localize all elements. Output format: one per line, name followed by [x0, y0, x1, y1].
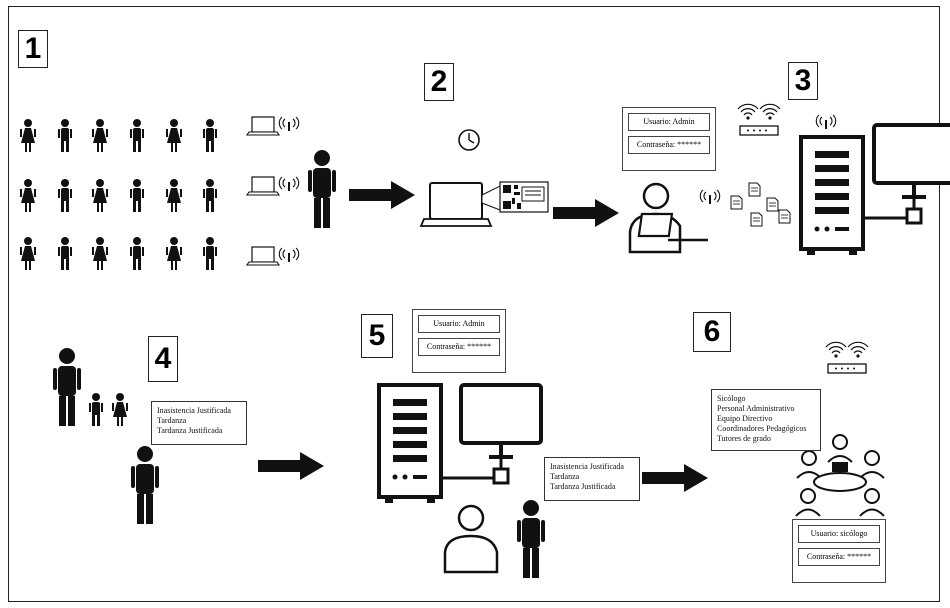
step-4-label: 4	[148, 336, 178, 382]
role-item: Equipo Directivo	[717, 414, 773, 423]
student-icon	[130, 119, 144, 152]
password-field: Contraseña: ******	[798, 548, 880, 566]
wifi-icon	[278, 247, 300, 263]
monitor-icon	[459, 383, 543, 485]
login-panel-admin: Usuario: Admin Contraseña: ******	[622, 107, 716, 171]
child-icon	[89, 393, 103, 426]
arrow-icon	[642, 464, 708, 492]
incidence-item: Tardanza	[550, 472, 580, 481]
wifi-icon	[278, 176, 300, 192]
student-icon	[203, 119, 217, 152]
username-field: Usuario: Admin	[628, 113, 710, 131]
student-icon	[58, 119, 72, 152]
student-icon	[58, 179, 72, 212]
step-5-label: 5	[361, 314, 393, 358]
person-icon	[517, 500, 545, 578]
username-field: Usuario: sicólogo	[798, 525, 880, 543]
arrow-icon	[258, 452, 324, 480]
user-at-laptop-icon	[443, 504, 499, 574]
student-icon	[166, 179, 182, 212]
person-icon	[131, 446, 159, 524]
student-icon	[92, 237, 108, 270]
diagram-frame	[8, 6, 940, 602]
clock-icon	[458, 129, 480, 151]
document-icon	[748, 182, 761, 197]
role-item: Personal Administrativo	[717, 404, 795, 413]
role-item: Tutores de grado	[717, 434, 771, 443]
login-panel-sicologo: Usuario: sicólogo Contraseña: ******	[792, 519, 886, 583]
password-field: Contraseña: ******	[628, 136, 710, 154]
laptop-icon	[246, 246, 280, 266]
step-3-label: 3	[788, 62, 818, 100]
student-icon	[92, 119, 108, 152]
wifi-icon	[278, 116, 300, 132]
child-icon	[112, 393, 128, 426]
student-icon	[166, 119, 182, 152]
student-icon	[20, 179, 36, 212]
document-icon	[766, 197, 779, 212]
student-icon	[203, 237, 217, 270]
incidence-item: Tardanza Justificada	[550, 482, 616, 491]
incidence-card-step4: Inasistencia Justificada Tardanza Tardan…	[151, 401, 247, 445]
monitor-icon	[872, 123, 950, 225]
arrow-icon	[349, 181, 415, 209]
password-field: Contraseña: ******	[418, 338, 500, 356]
students-grid	[20, 119, 217, 270]
student-icon	[92, 179, 108, 212]
step-6-label: 6	[693, 312, 731, 352]
login-panel-admin-step5: Usuario: Admin Contraseña: ******	[412, 309, 506, 373]
incidence-card-step5: Inasistencia Justificada Tardanza Tardan…	[544, 457, 640, 501]
step-2-label: 2	[424, 63, 454, 101]
student-icon	[58, 237, 72, 270]
arrow-icon	[553, 199, 619, 227]
qr-code-icon	[481, 181, 549, 213]
incidence-item: Tardanza Justificada	[157, 426, 223, 435]
student-icon	[130, 179, 144, 212]
router-icon	[826, 342, 868, 373]
role-item: Sicólogo	[717, 394, 746, 403]
server-icon	[799, 135, 865, 257]
incidence-item: Inasistencia Justificada	[550, 462, 624, 471]
document-icon	[778, 209, 791, 224]
incidence-item: Inasistencia Justificada	[157, 406, 231, 415]
router-icon	[738, 104, 780, 135]
document-icon	[750, 212, 763, 227]
laptop-icon	[246, 116, 280, 136]
parent-icon	[53, 348, 81, 426]
username-field: Usuario: Admin	[418, 315, 500, 333]
laptop-icon	[246, 176, 280, 196]
meeting-icon	[795, 434, 885, 517]
roles-card: Sicólogo Personal Administrativo Equipo …	[711, 389, 821, 451]
student-icon	[166, 237, 182, 270]
step-1-label: 1	[18, 30, 48, 68]
incidence-item: Tardanza	[157, 416, 187, 425]
student-icon	[20, 237, 36, 270]
wifi-icon	[699, 189, 721, 205]
user-at-laptop-icon	[628, 182, 708, 254]
student-icon	[130, 237, 144, 270]
role-item: Coordinadores Pedagógicos	[717, 424, 807, 433]
wifi-icon	[815, 114, 837, 130]
server-icon	[377, 383, 443, 505]
laptop-icon	[419, 182, 493, 227]
student-icon	[20, 119, 36, 152]
person-icon	[308, 150, 336, 228]
student-icon	[203, 179, 217, 212]
document-icon	[730, 195, 743, 210]
